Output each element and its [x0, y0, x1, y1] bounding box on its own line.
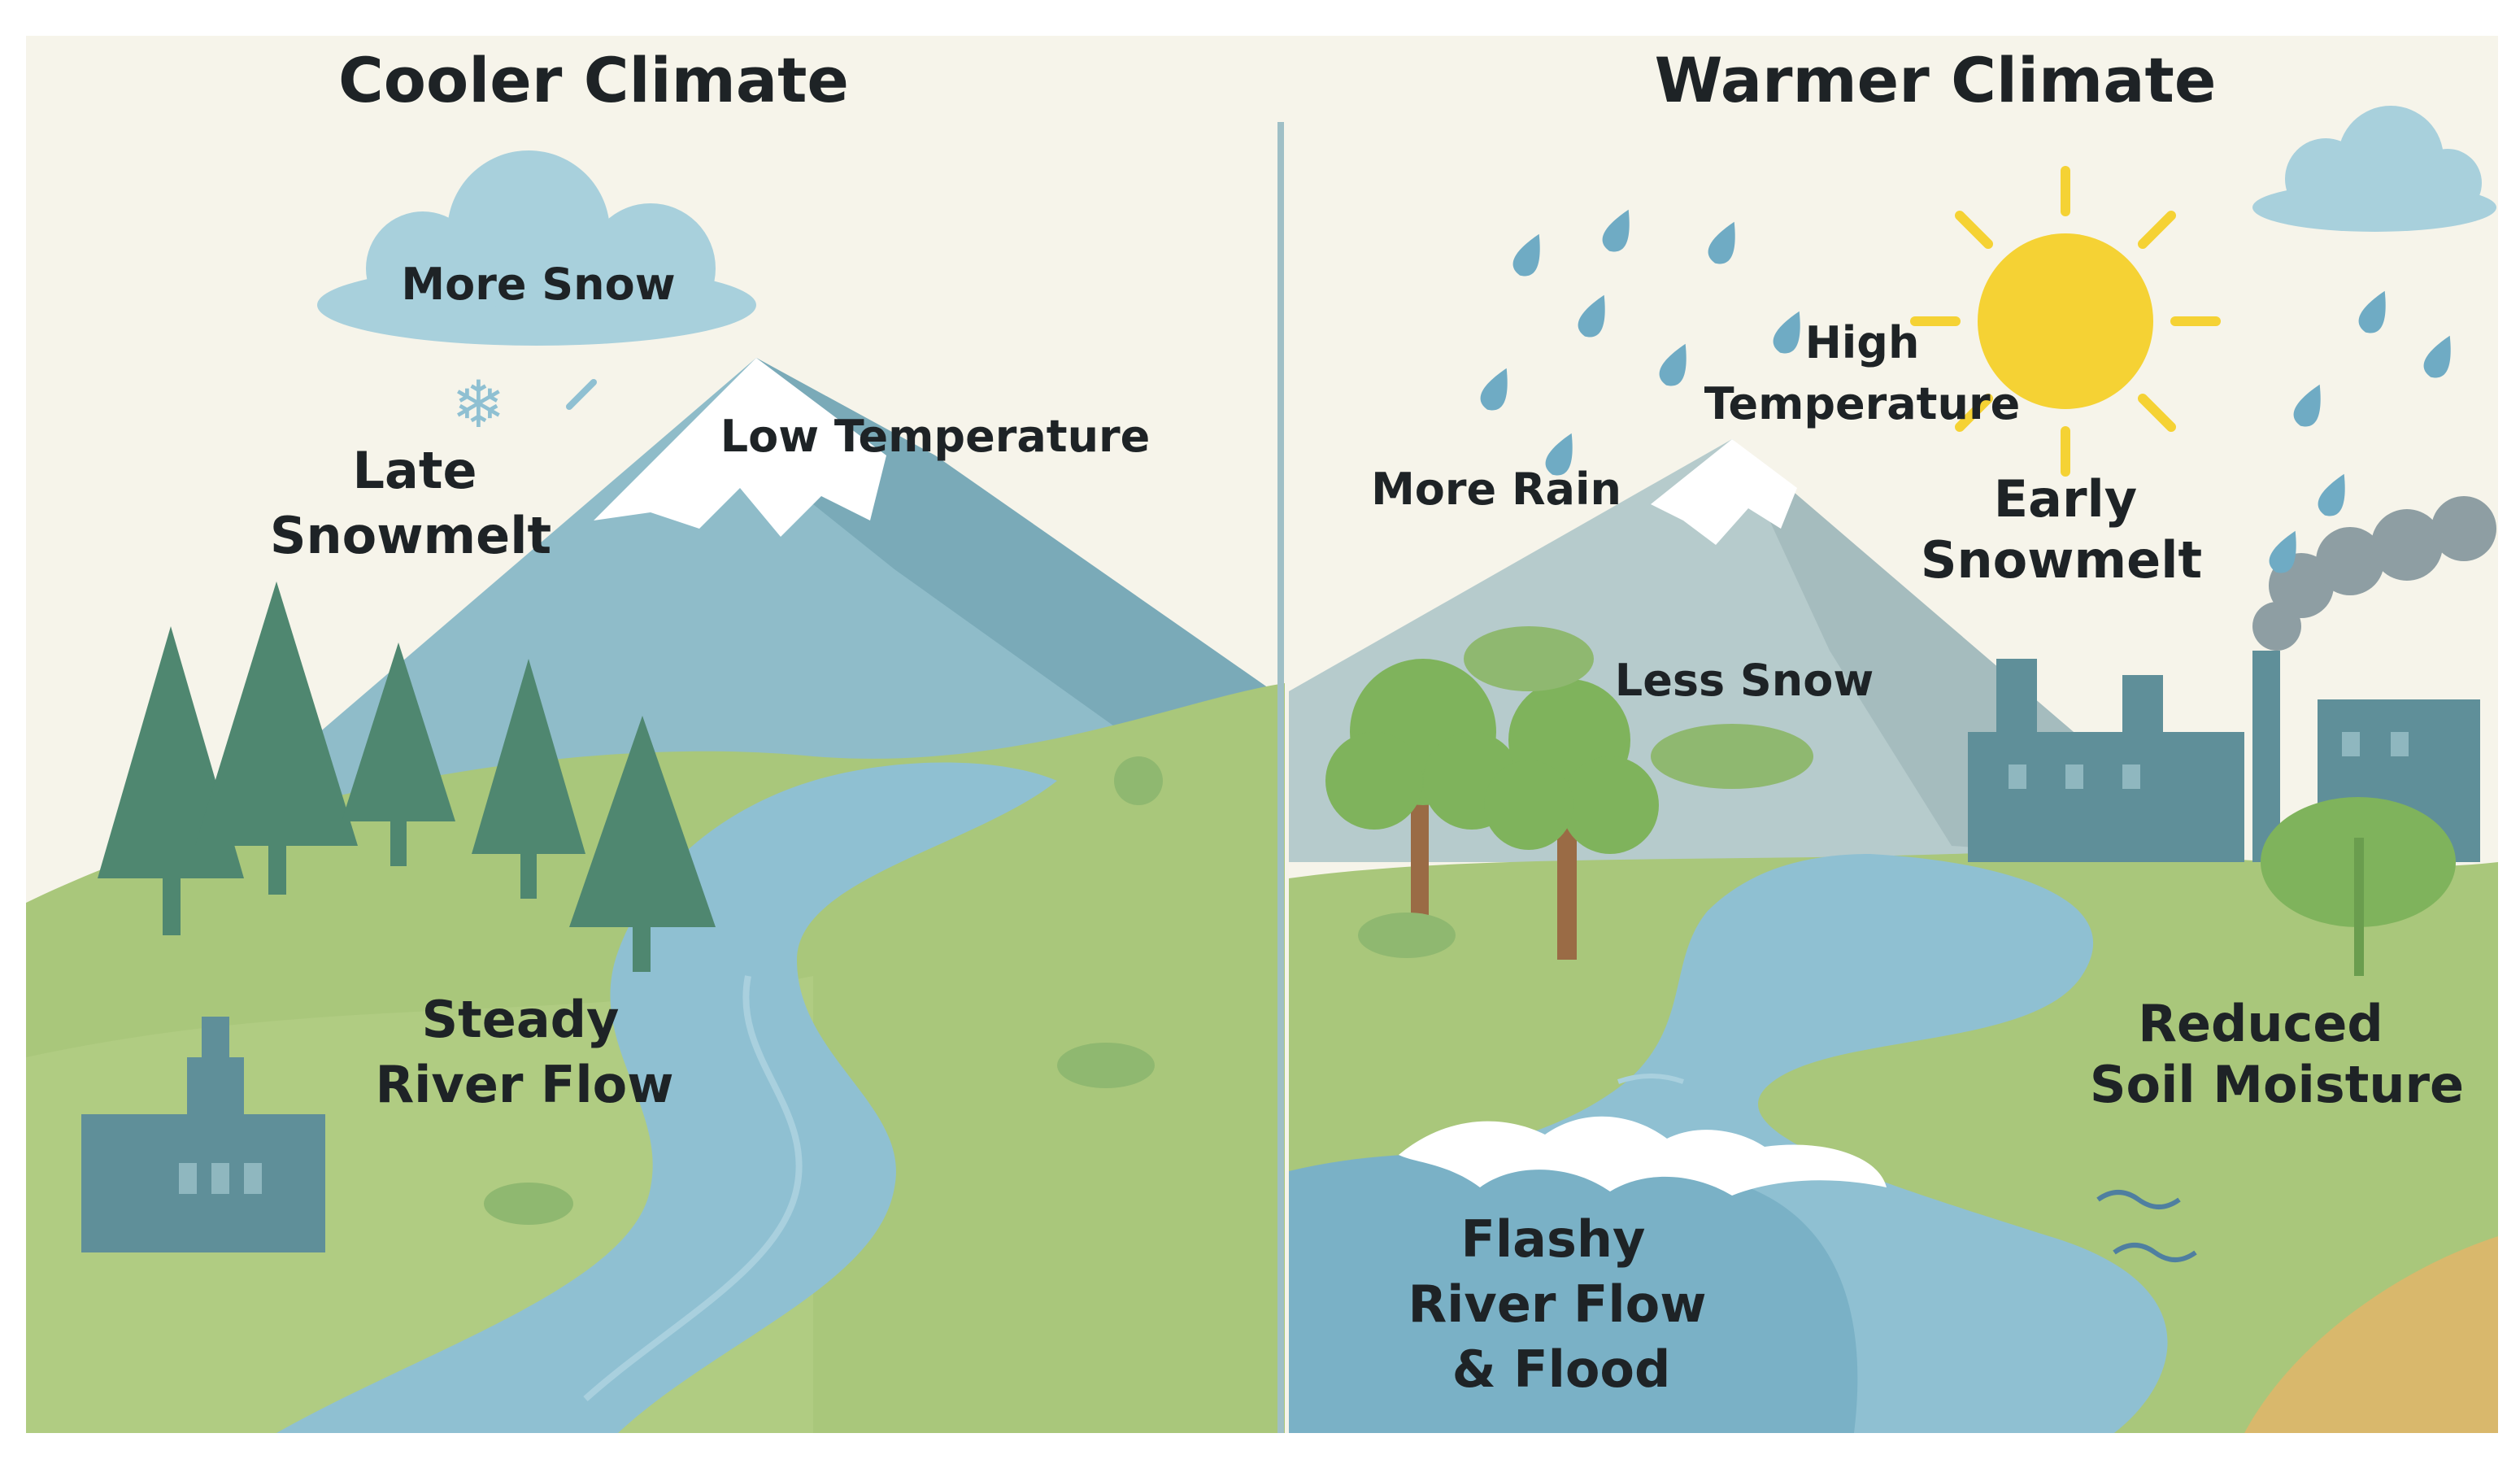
water-ripple: [2096, 1190, 2181, 1209]
pine-tree: [472, 659, 585, 854]
flashy-river-flow-label-line2: River Flow: [1408, 1274, 1706, 1334]
pine-tree: [342, 643, 455, 821]
cloud-puff: [447, 150, 610, 313]
factory-window: [2391, 732, 2409, 756]
bush: [1114, 756, 1163, 805]
pine-trunk: [633, 927, 651, 972]
warm-mountain-snowcap: [1651, 439, 1797, 545]
factory-window: [2342, 732, 2360, 756]
raindrop-icon: [1773, 311, 1800, 354]
raindrop-icon: [1602, 209, 1630, 252]
snowflake-icon: ❄: [451, 367, 506, 442]
factory-window: [244, 1163, 262, 1194]
smoke-plume: [2252, 496, 2496, 651]
sun-icon: [1910, 166, 2221, 477]
pine-forest: [98, 582, 716, 972]
factory-window: [179, 1163, 197, 1194]
late-snowmelt-label-line1: Late: [352, 441, 477, 500]
raindrop-icon: [2423, 335, 2451, 378]
flashy-river-flow-label-line3: & Flood: [1452, 1339, 1671, 1399]
factory-top: [187, 1057, 244, 1122]
bush: [484, 1183, 573, 1225]
rain: [1480, 209, 2451, 573]
cooler-climate-title: Cooler Climate: [338, 44, 849, 116]
tree-canopy: [1325, 732, 1423, 830]
cool-factory: [81, 1017, 325, 1252]
reduced-soil-moisture-label-line1: Reduced: [2138, 994, 2383, 1053]
factory-body: [81, 1114, 325, 1252]
water-ripple: [2113, 1243, 2197, 1262]
raindrop-icon: [1545, 433, 1573, 476]
pine-tree: [195, 582, 358, 846]
water-ripple: [1617, 1074, 1684, 1084]
background-bush: [1651, 724, 1813, 789]
tree-canopy: [1484, 760, 1573, 850]
flood-wave: [1399, 1116, 1887, 1196]
flood-water: [1289, 1153, 1858, 1433]
factory-window: [2065, 764, 2083, 789]
warm-factory: [1968, 651, 2480, 862]
raindrop-icon: [1578, 294, 1605, 338]
late-snowmelt-label-line2: Snowmelt: [270, 506, 551, 565]
high-temperature-label-line1: High: [1805, 317, 1920, 368]
more-snow-label: More Snow: [401, 259, 675, 310]
raindrop-icon: [2358, 290, 2386, 333]
raindrop-icon: [1480, 368, 1508, 411]
pine-trunk: [268, 846, 286, 895]
raindrop-icon: [1708, 221, 1735, 264]
reduced-soil-moisture-label-line2: Soil Moisture: [2090, 1055, 2464, 1114]
warmer-panel: Warmer Climate High Temperature More Rai…: [1289, 44, 2498, 1433]
sun-rays: [1910, 166, 2221, 477]
cool-river-ripple: [583, 975, 803, 1401]
pine-tree: [569, 716, 716, 927]
flashy-river-flow-label-line1: Flashy: [1461, 1209, 1646, 1269]
sun-disc: [1978, 233, 2153, 409]
factory-body: [1968, 732, 2244, 862]
cloud-puff: [2413, 149, 2482, 217]
pine-trunk: [520, 854, 537, 899]
bush: [1358, 913, 1456, 958]
low-temperature-label: Low Temperature: [720, 411, 1151, 462]
raindrop-icon: [1659, 343, 1687, 386]
factory-chimney: [2252, 651, 2280, 862]
raindrop-icon: [2293, 384, 2321, 427]
cooler-panel: ❄ Cooler Climate More Snow Late Snowmelt…: [26, 44, 1285, 1433]
deciduous-trees: [1325, 626, 1813, 960]
pine-trunk: [390, 821, 407, 866]
cool-mountain: [244, 358, 1285, 813]
high-temperature-label-line2: Temperature: [1704, 378, 2020, 429]
raindrop-icon: [2318, 473, 2345, 516]
snow-cloud: [317, 150, 756, 346]
early-snowmelt-label-line2: Snowmelt: [1921, 530, 2202, 590]
bush: [1057, 1043, 1155, 1088]
background-bush: [1464, 626, 1594, 691]
tree-canopy: [1561, 756, 1659, 854]
factory-window: [2122, 764, 2140, 789]
cloud-puff: [585, 203, 716, 333]
less-snow-label: Less Snow: [1615, 655, 1874, 706]
factory-window: [211, 1163, 229, 1194]
raindrop-icon: [1512, 233, 1540, 277]
smoke-puff: [2316, 527, 2384, 595]
dry-soil: [2244, 1236, 2498, 1433]
steady-river-flow-label-line1: Steady: [422, 990, 620, 1049]
warmer-climate-title: Warmer Climate: [1655, 44, 2217, 116]
warm-cloud: [2252, 106, 2496, 232]
steady-river-flow-label-line2: River Flow: [375, 1055, 673, 1114]
cool-river: [276, 762, 1057, 1433]
cool-mountain-snowcap: [594, 358, 886, 537]
raindrop-icon: [2269, 530, 2296, 573]
pine-trunk: [163, 878, 181, 935]
smoke-puff: [2431, 496, 2496, 561]
bush-stem: [2354, 838, 2364, 976]
smoke-puff: [2371, 509, 2443, 581]
early-snowmelt-label-line1: Early: [1994, 469, 2137, 529]
snow-streak: [566, 379, 597, 410]
cool-mountain-shade: [756, 358, 1285, 732]
factory-window: [2009, 764, 2026, 789]
more-rain-label: More Rain: [1371, 464, 1621, 515]
